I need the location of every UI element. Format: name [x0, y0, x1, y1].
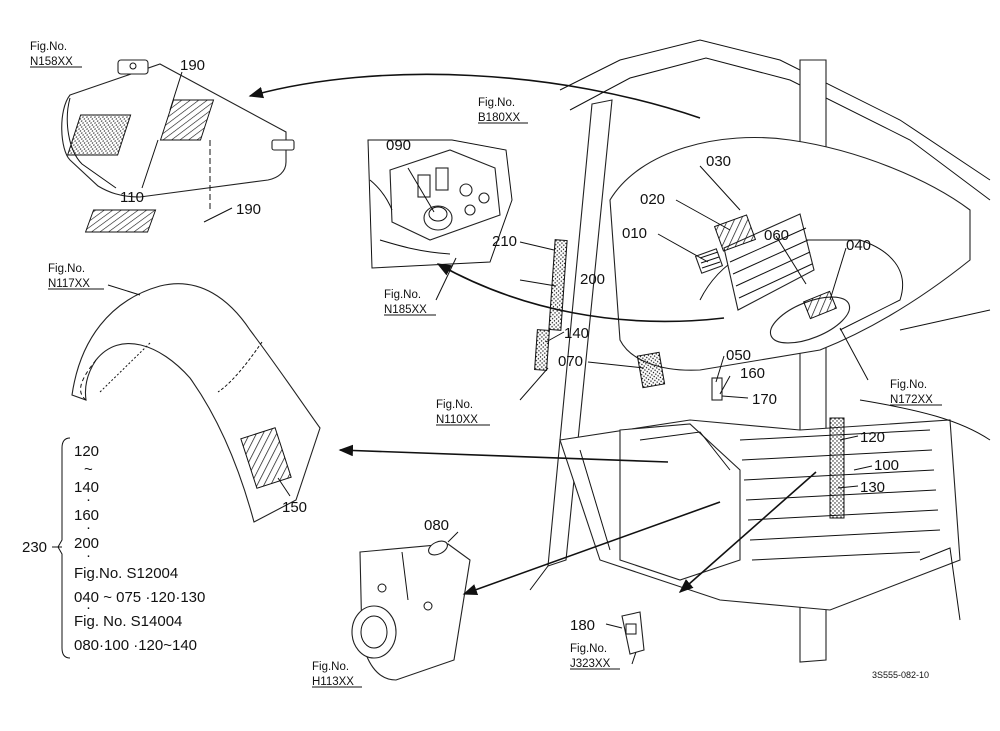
part-number-090: 090 — [386, 137, 411, 154]
visor-label-190-detail — [84, 209, 157, 233]
legend-line: · — [86, 599, 91, 616]
part-number-020: 020 — [640, 191, 665, 208]
side-panel-label-070-area — [636, 351, 666, 389]
part-number-190-detail: 190 — [236, 201, 261, 218]
legend-line: 200 — [74, 535, 99, 552]
part-number-050: 050 — [726, 347, 751, 364]
column-label-060-area — [802, 290, 838, 320]
part-number-190-top: 190 — [180, 57, 205, 74]
part-number-070: 070 — [558, 353, 583, 370]
pillar-label-120-130-area — [829, 417, 845, 519]
clip-part-illustration — [605, 611, 645, 665]
part-number-080: 080 — [424, 517, 449, 534]
legend-line: · — [86, 519, 91, 536]
fig-label-h113: Fig.No. H113XX — [312, 661, 354, 688]
dash-label-020-area — [713, 214, 757, 252]
part-number-150: 150 — [282, 499, 307, 516]
legend-line: 160 — [74, 507, 99, 524]
pillar-label-140-area — [534, 329, 550, 371]
part-number-140: 140 — [564, 325, 589, 342]
legend-line: · — [86, 547, 91, 564]
legend-line: 120 — [74, 443, 99, 460]
legend-line: 040 ~ 075 ·120·130 — [74, 589, 205, 606]
fig-label-n117: Fig.No. N117XX — [48, 263, 90, 290]
callout-arrows — [248, 73, 817, 596]
legend-line: · — [86, 491, 91, 508]
part-numbers: 190 110 190 090 030 020 010 210 200 060 … — [120, 57, 899, 634]
figure-reference-labels: Fig.No. N158XX Fig.No. B180XX Fig.No. N1… — [30, 41, 942, 688]
kit-legend: 230 120 ~ 140 · 160 · 200 · Fig.No. S120… — [22, 437, 205, 659]
legend-line: Fig.No. S12004 — [74, 565, 178, 582]
part-number-210: 210 — [492, 233, 517, 250]
legend-lines: 120 ~ 140 · 160 · 200 · Fig.No. S12004 0… — [74, 443, 205, 654]
legend-line: ~ — [84, 461, 93, 478]
visor-label-110-area — [66, 114, 132, 156]
switch-panel-illustration — [367, 139, 513, 301]
part-number-010: 010 — [622, 225, 647, 242]
part-number-110: 110 — [120, 189, 144, 206]
drawing-code: 3S555-082-10 — [872, 670, 929, 680]
dash-label-010-area — [694, 248, 724, 274]
pillar-label-210-200-area — [548, 239, 568, 331]
part-number-120: 120 — [860, 429, 885, 446]
leader-lines — [519, 165, 873, 489]
sun-visor-illustration — [61, 59, 295, 233]
legend-line: 080·100 ·120~140 — [74, 637, 197, 654]
fig-label-b180: Fig.No. B180XX — [478, 97, 521, 124]
part-number-180: 180 — [570, 617, 595, 634]
part-number-100: 100 — [874, 457, 899, 474]
part-number-200: 200 — [580, 271, 605, 288]
fig-label-n185: Fig.No. N185XX — [384, 289, 427, 316]
fig-label-j323: Fig.No. J323XX — [570, 643, 611, 670]
fender-label-150-area — [240, 427, 292, 489]
fender-illustration — [71, 283, 321, 523]
legend-line: 140 — [74, 479, 99, 496]
visor-label-190-area — [159, 99, 215, 141]
part-number-040: 040 — [846, 237, 871, 254]
legend-line: Fig. No. S14004 — [74, 613, 182, 630]
part-number-130: 130 — [860, 479, 885, 496]
lower-panel-illustration — [351, 531, 471, 681]
part-number-060: 060 — [764, 227, 789, 244]
part-number-030: 030 — [706, 153, 731, 170]
part-number-170: 170 — [752, 391, 777, 408]
fig-label-n110: Fig.No. N110XX — [436, 399, 478, 426]
fig-label-n172: Fig.No. N172XX — [890, 379, 933, 406]
fig-label-n158: Fig.No. N158XX — [30, 41, 73, 68]
part-number-160: 160 — [740, 365, 765, 382]
cab-illustration — [529, 39, 991, 663]
legend-kit-number: 230 — [22, 539, 47, 556]
